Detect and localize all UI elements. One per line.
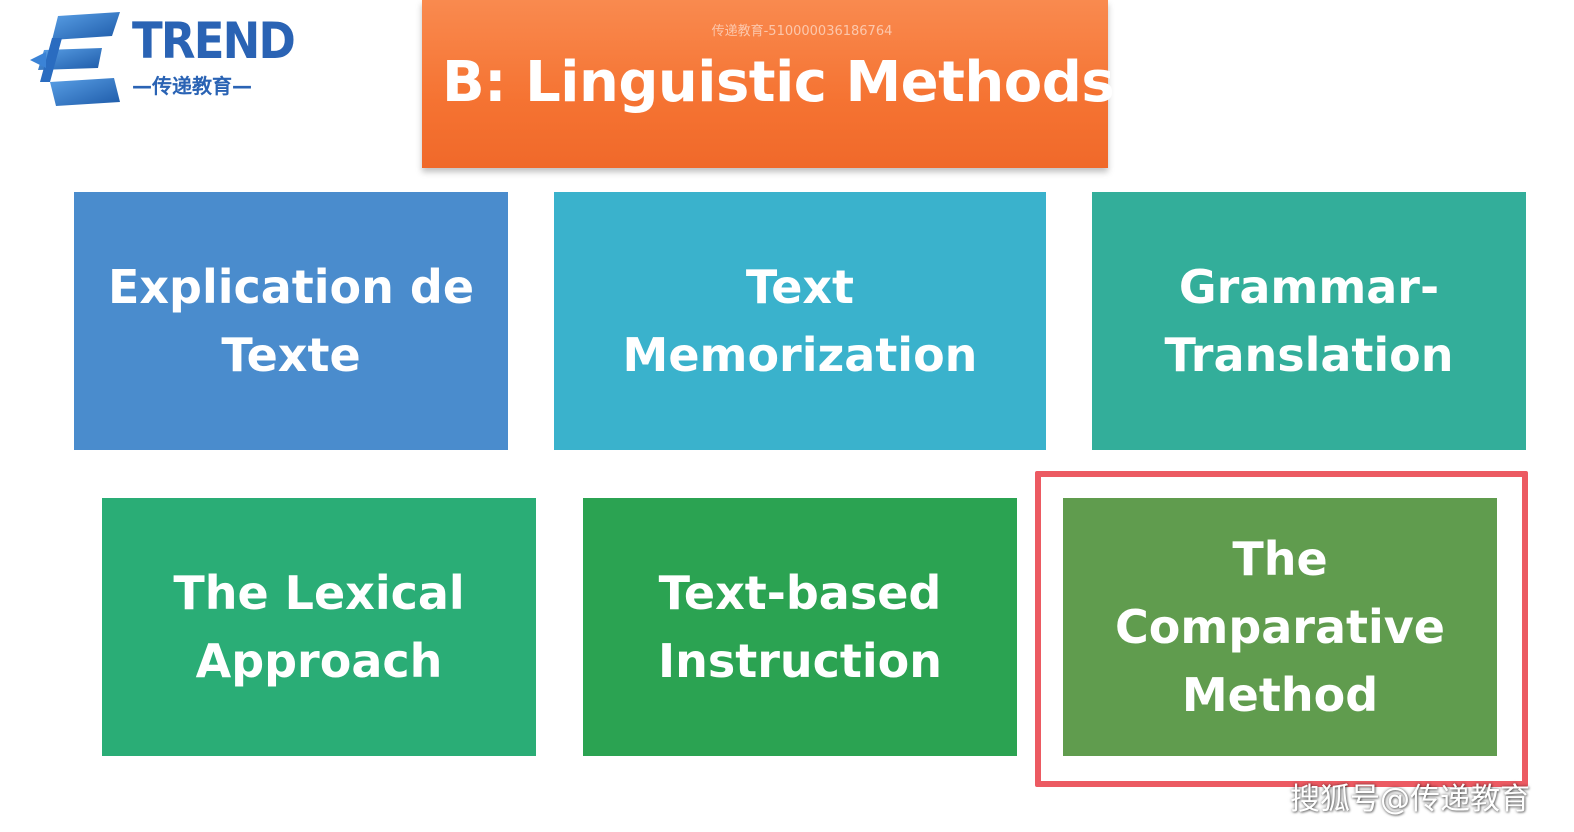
method-label: Grammar-Translation [1164, 260, 1454, 382]
method-tile-explication-de-texte: Explication de Texte [74, 192, 508, 450]
method-label: The Comparative Method [1115, 532, 1445, 722]
method-tile-lexical-approach: The Lexical Approach [102, 498, 536, 756]
logo-wordmark: TREND [132, 12, 296, 70]
trend-logo: TREND —传递教育— [28, 10, 318, 110]
method-label: Text-based Instruction [657, 566, 943, 688]
method-tile-text-based-instruction: Text-based Instruction [583, 498, 1017, 756]
method-tile-text-memorization: Text Memorization [554, 192, 1046, 450]
logo-subtitle: —传递教育— [132, 74, 252, 98]
method-label: The Lexical Approach [173, 566, 465, 688]
slide-title: B: Linguistic Methods [442, 49, 1115, 115]
title-banner: B: Linguistic Methods [422, 0, 1115, 168]
method-label: Explication de Texte [107, 260, 475, 382]
trend-e-emblem-icon [30, 12, 120, 106]
method-label: Text Memorization [622, 260, 978, 382]
method-tile-grammar-translation: Grammar-Translation [1092, 192, 1526, 450]
watermark-bottom: 搜狐号@传递教育 [1290, 782, 1530, 817]
method-tile-comparative-method: The Comparative Method [1063, 498, 1497, 756]
